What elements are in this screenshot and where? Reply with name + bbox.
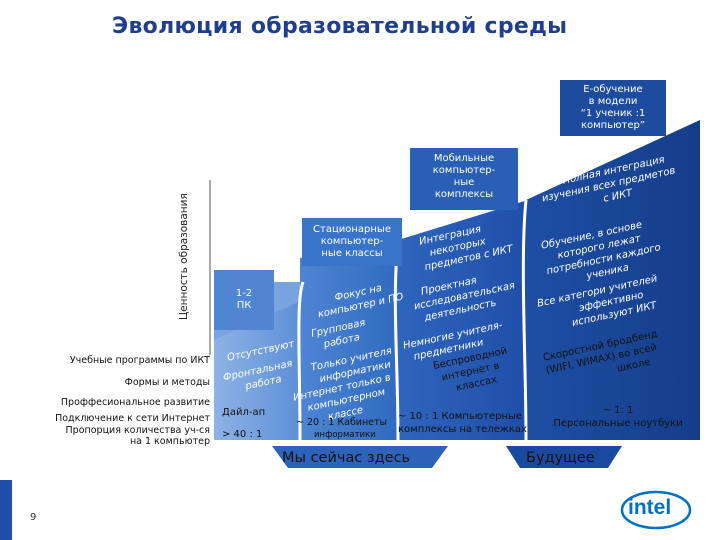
stage-4-ratio-line: Персональные ноутбуки [553,418,683,429]
stage-2-box-line: Стационарные [313,224,391,235]
stage-3-ratio-line: комплексы на тележках [398,424,527,435]
row-label-methods: Формы и методы [124,377,210,388]
stage-3-box-line: Мобильные [433,153,495,164]
row-label-ratio: Пропорция количества уч-ся [65,425,210,436]
stage-1-connectivity: Дайл-ап [222,407,266,418]
row-labels-panel [30,345,212,442]
stage-4-ratio-line: ~ 1: 1 [602,405,634,416]
tab-future: Будущее [526,450,595,466]
stage-4-box-line: компьютер” [580,120,646,131]
row-label-connectivity: Подключение к сети Интернет [55,413,210,424]
stage-4-ratio: ~ 1: 1 Персональные ноутбуки [548,404,688,430]
intel-logo-ring [620,490,692,530]
tab-future-shape [506,446,622,468]
page-number: 9 [30,512,37,523]
stage-2-ratio: ~ 20 : 1 Кабинеты информатики [296,416,387,442]
stage-4-area [526,120,700,440]
stage-2-area [300,240,400,440]
stage-3-box-line: компьютер- [432,165,496,176]
stage-4-box-line: в модели [588,96,638,107]
stage-3-box [410,148,518,210]
stage-4-box-line: “1 ученик :1 [580,108,646,119]
stage-1-ratio: > 40 : 1 [222,429,263,440]
stage-3-ratio-line: ~ 10 : 1 Компьютерные [398,411,523,422]
stage-3-box-line: комплексы [434,189,494,200]
stage-3-ratio: ~ 10 : 1 Компьютерные комплексы на тележ… [398,410,527,436]
stage-2-box-line: компьютер- [320,236,384,247]
stage-1-box [214,270,274,330]
stage-2-box [302,218,402,266]
stage-4-box [560,80,666,136]
stage-2-ratio-line: информатики [314,430,376,440]
tab-now: Мы сейчас здесь [282,450,411,466]
stage-divider-3 [521,199,528,441]
stage-2-ratio-line: ~ 20 : 1 Кабинеты [296,417,388,428]
stage-3-box-line: ные [453,177,475,188]
row-label-curriculum: Учебные программы по ИКТ [69,355,210,366]
stage-2-box-line: ные классы [321,248,383,259]
stage-1-box-line: ПК [236,300,252,311]
stage-divider-1 [297,281,305,441]
row-label-development: Проффесиональное развитие [60,397,210,408]
tab-now-shape [272,446,448,468]
row-label-ratio-2: на 1 компьютер [129,436,210,447]
y-axis-label: Ценность образования [178,193,190,320]
stage-1-box-line: 1-2 [235,288,253,299]
stage-1-box-label: 1-2 ПК [214,288,274,312]
stage-4-box-label: Е-обучение в модели “1 ученик :1 компьют… [560,84,666,132]
stage-4-box-line: Е-обучение [583,84,643,95]
intel-logo: intel [628,496,672,519]
stage-3-box-label: Мобильные компьютер- ные комплексы [410,153,518,201]
stage-2-box-label: Стационарные компьютер- ные классы [302,224,402,260]
bottom-bar [0,480,12,540]
stage-3-area [398,200,528,440]
page-title: Эволюция образовательной среды [112,14,568,39]
